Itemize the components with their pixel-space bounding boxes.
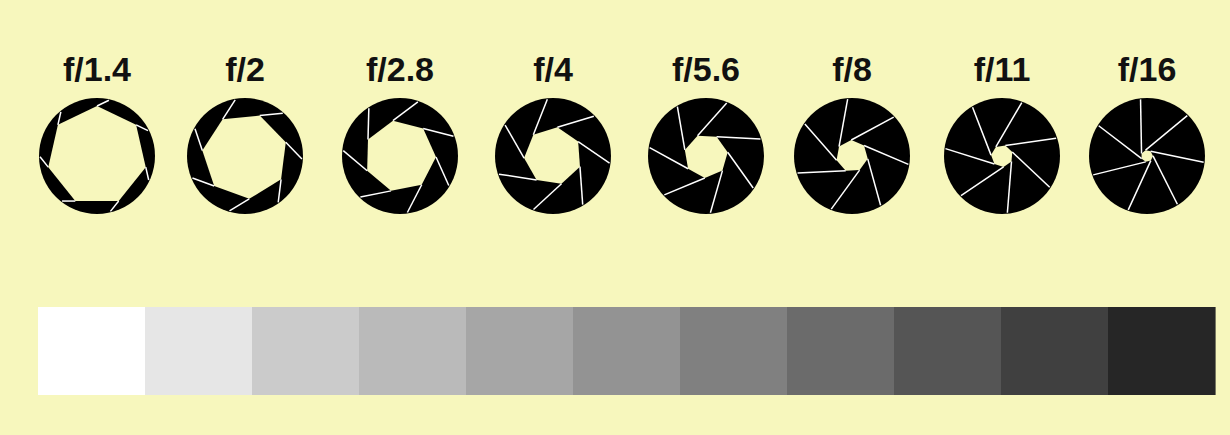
aperture-disc [187,98,303,214]
aperture-opening [202,116,285,199]
blade-edge [973,107,991,155]
blade-edge [136,125,148,131]
blade-edge [831,170,859,209]
f-number-label: f/2 [225,52,265,86]
blade-edge [286,142,302,159]
blade-edge [278,179,281,202]
exposure-swatch [359,307,467,395]
blade-edge [533,184,561,210]
blade-edge [1012,152,1049,187]
aperture-disc [495,98,611,214]
blade-edge [1093,162,1146,175]
exposure-swatch [1108,307,1216,395]
blade-edge [580,167,583,205]
exposure-swatch [787,307,895,395]
blade-edge [62,200,75,202]
blade-edge [1146,116,1188,151]
blade-edge [1140,99,1142,153]
blade-edge [499,174,537,180]
blade-edge [710,171,722,213]
f-number-label: f/5.6 [672,52,740,86]
blade-edge [533,99,547,134]
blade-edge [393,102,418,121]
aperture-icon [39,98,155,214]
f-number-label: f/4 [533,52,573,86]
exposure-swatch [38,307,146,395]
aperture-disc [648,98,764,214]
blade-edge [839,99,848,146]
blade-edge [1005,138,1056,145]
aperture-disc [944,98,1060,214]
exposure-swatch [573,307,681,395]
f-number-label: f/2.8 [366,52,434,86]
blade-edge [40,157,48,167]
blade-edge [192,178,214,186]
blade-edge [505,125,524,158]
blade-edge [864,145,908,164]
blade-edge [110,201,118,211]
blade-edge [664,178,705,195]
aperture-opening [524,127,580,183]
f-number-label: f/1.4 [63,52,131,86]
blade-edge [423,128,453,136]
aperture-icon [187,98,303,214]
exposure-swatch [894,307,1002,395]
blade-edge [805,124,837,160]
blade-edge [436,157,449,186]
blade-edge [407,185,421,213]
aperture-icon [794,98,910,214]
blade-edge [961,167,1004,196]
blade-edge [1007,162,1011,213]
f-number-label: f/11 [974,52,1031,86]
blade-edge [360,191,391,197]
blade-edge [195,129,202,151]
aperture-opening [48,106,145,201]
blade-edge [367,108,369,139]
blade-edge [798,171,846,173]
exposure-swatch [680,307,788,395]
f-number-label: f/8 [832,52,872,86]
blade-edge [146,167,149,180]
aperture-opening [837,140,868,171]
blade-edge [1153,156,1177,204]
blade-edge [650,148,688,169]
aperture-icon [1089,98,1205,214]
blade-edge [557,116,593,127]
blade-edge [677,107,684,150]
exposure-swatch [145,307,253,395]
aperture-icon [648,98,764,214]
blade-edge [58,112,61,125]
exposure-swatch [252,307,360,395]
blade-edge [97,100,109,106]
aperture-icon [342,98,458,214]
aperture-opening [367,121,436,191]
aperture-opening [685,136,728,178]
aperture-icon [495,98,611,214]
blade-edge [1099,126,1142,159]
aperture-disc [1089,98,1205,214]
aperture-disc [342,98,458,214]
blade-edge [260,113,283,115]
blade-edge [945,149,994,164]
blade-edge [717,137,761,139]
aperture-icon [944,98,1060,214]
aperture-disc [39,98,155,214]
blade-edge [851,117,893,140]
aperture-disc [794,98,910,214]
blade-edge [223,100,236,119]
blade-edge [996,103,1022,147]
blade-edge [1128,161,1151,210]
blade-edge [229,199,249,211]
blade-edge [698,103,727,136]
exposure-swatch [466,307,574,395]
blade-edge [578,142,609,164]
blade-edge [868,159,881,205]
blade-edge [1151,151,1204,162]
blade-edge [343,151,367,171]
blade-edge [728,152,753,188]
exposure-swatch [1001,307,1109,395]
f-number-label: f/16 [1118,52,1177,86]
